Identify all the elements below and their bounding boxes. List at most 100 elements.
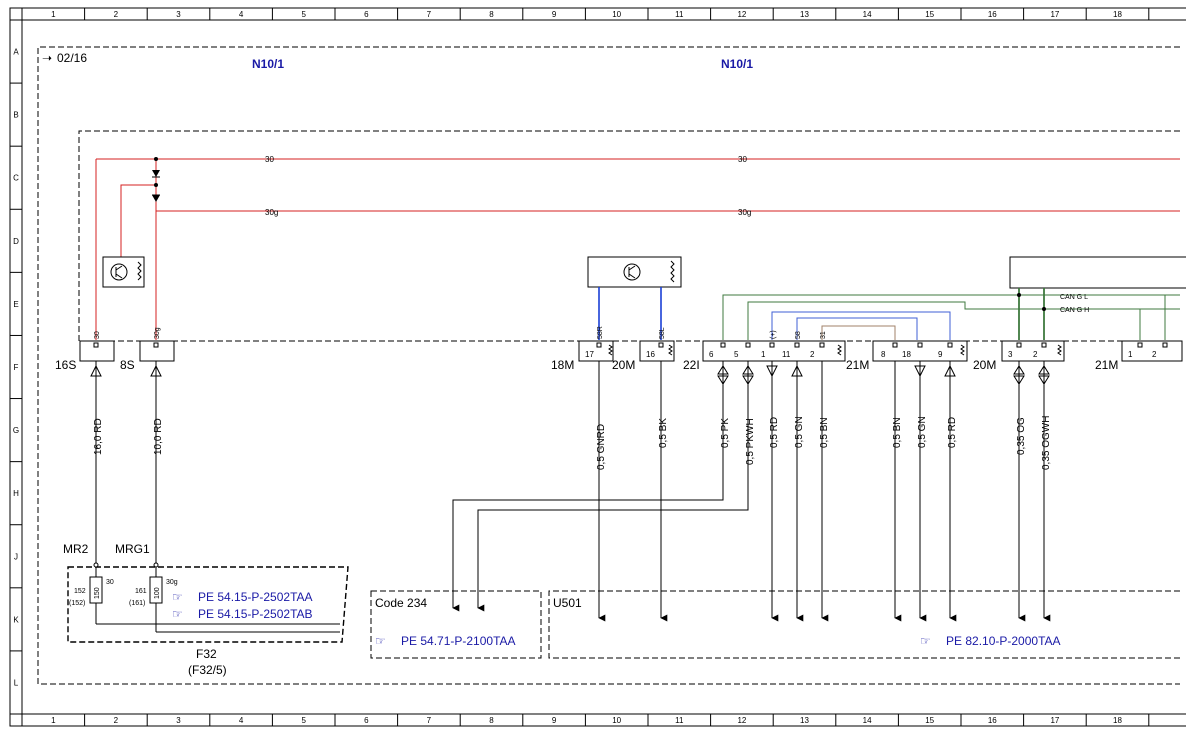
reference-link[interactable]: PE 54.15-P-2502TAA	[198, 590, 313, 604]
fuse-icon	[89, 576, 163, 604]
u501-box	[548, 590, 1180, 659]
fuse-number: 152	[74, 588, 86, 595]
pin-terminal	[658, 342, 664, 348]
fuse-number-alt: (161)	[129, 600, 145, 607]
pin-terminal	[1137, 342, 1143, 348]
pointing-hand-icon: ☞	[375, 634, 386, 648]
u501-label: U501	[553, 596, 582, 610]
column-number: 8	[489, 10, 494, 19]
column-number: 10	[612, 10, 621, 19]
pointing-hand-icon: ☞	[920, 634, 931, 648]
column-number: 12	[737, 10, 746, 19]
fuse-terminal: 30	[106, 579, 114, 586]
row-letter: K	[13, 615, 19, 624]
column-number: 18	[1113, 716, 1122, 725]
pin-terminal	[596, 342, 602, 348]
connector-16s: 16S	[55, 358, 76, 372]
column-number: 10	[612, 716, 621, 725]
pin-terminals	[93, 342, 1168, 348]
column-number: 6	[364, 10, 369, 19]
pin-tag-plus: (+)	[770, 330, 777, 339]
fuse-box-alt: (F32/5)	[188, 663, 227, 677]
bidirectional-icon	[742, 361, 754, 388]
wire-label: 0,5 GN	[917, 416, 928, 448]
pin-number: 2	[1152, 350, 1157, 359]
column-number: 16	[988, 716, 997, 725]
pointing-hand-icon: ☞	[172, 607, 183, 621]
wire-label: 0,5 BN	[819, 417, 830, 448]
reference-link[interactable]: PE 82.10-P-2000TAA	[946, 634, 1061, 648]
row-letter: B	[13, 111, 18, 120]
column-number: 4	[239, 716, 244, 725]
wire-label: 0,5 RD	[769, 417, 780, 448]
power-rails	[95, 158, 1180, 340]
column-number: 5	[301, 10, 306, 19]
column-number: 9	[552, 10, 557, 19]
wire-label: 0,5 BN	[892, 417, 903, 448]
pin-tag-58: 58	[795, 331, 802, 339]
pin-terminal	[917, 342, 923, 348]
wire-label: 0,5 PK	[720, 418, 731, 448]
pin-number: 6	[709, 350, 714, 359]
input-arrow-icon	[944, 361, 956, 388]
reference-link[interactable]: PE 54.71-P-2100TAA	[401, 634, 516, 648]
column-number: 11	[675, 716, 684, 725]
pin-terminal	[1041, 342, 1047, 348]
column-number: 15	[925, 10, 934, 19]
pin-number: 5	[734, 350, 739, 359]
row-letter: L	[14, 678, 19, 687]
pin-tag-30: 30	[94, 331, 101, 339]
pin-number: 1	[761, 350, 766, 359]
pin-number: 16	[646, 350, 655, 359]
pin-terminal	[819, 342, 825, 348]
pin-tag-30g: 30g	[154, 327, 161, 339]
code-234-box	[370, 590, 542, 659]
row-letter: J	[14, 552, 18, 561]
fuse-rating: 150	[94, 587, 101, 599]
wire-label: 0,5 RD	[947, 417, 958, 448]
fuse-box-name: F32	[196, 647, 217, 661]
sheet-ref: 02/16	[57, 51, 87, 65]
sheet-border	[37, 46, 1180, 685]
column-number: 18	[1113, 10, 1122, 19]
wire-label: 0,35 OGWH	[1041, 416, 1052, 470]
row-letter: H	[13, 489, 19, 498]
drawing-frame	[9, 7, 1186, 727]
column-number: 14	[863, 716, 872, 725]
column-number: 6	[364, 716, 369, 725]
rail-30g-label: 30g	[738, 208, 751, 217]
wire-label: 0,5 BK	[658, 418, 669, 448]
lamp-wires	[598, 287, 662, 340]
pin-terminal	[153, 342, 159, 348]
wire-label: 0,5 GNRD	[596, 424, 607, 470]
can-low-label: CAN G L	[1060, 294, 1088, 301]
column-number: 2	[114, 716, 119, 725]
transistor-block-left	[102, 256, 145, 288]
can-wires	[722, 288, 1180, 340]
column-number: 1	[51, 716, 56, 725]
row-letter: D	[13, 237, 19, 246]
column-number: 8	[489, 716, 494, 725]
fuse-rating: 100	[154, 587, 161, 599]
junction-dot	[1042, 307, 1046, 311]
column-number: 3	[176, 716, 181, 725]
connector-20m: 20M	[612, 358, 635, 372]
column-number: 2	[114, 10, 119, 19]
bidirectional-icon	[1038, 361, 1050, 388]
column-number: 13	[800, 10, 809, 19]
bidirectional-icon	[1013, 361, 1025, 388]
pin-number: 8	[881, 350, 886, 359]
output-arrow-icon	[914, 361, 926, 388]
column-number: 3	[176, 10, 181, 19]
column-number: 9	[552, 716, 557, 725]
terminal-point	[93, 562, 99, 568]
pin-terminal	[720, 342, 726, 348]
junction-dot	[1017, 293, 1021, 297]
column-number: 17	[1050, 10, 1059, 19]
pin-number: 1	[1128, 350, 1133, 359]
reference-link[interactable]: PE 54.15-P-2502TAB	[198, 607, 313, 621]
connector-housings	[79, 340, 1183, 362]
column-number: 16	[988, 10, 997, 19]
